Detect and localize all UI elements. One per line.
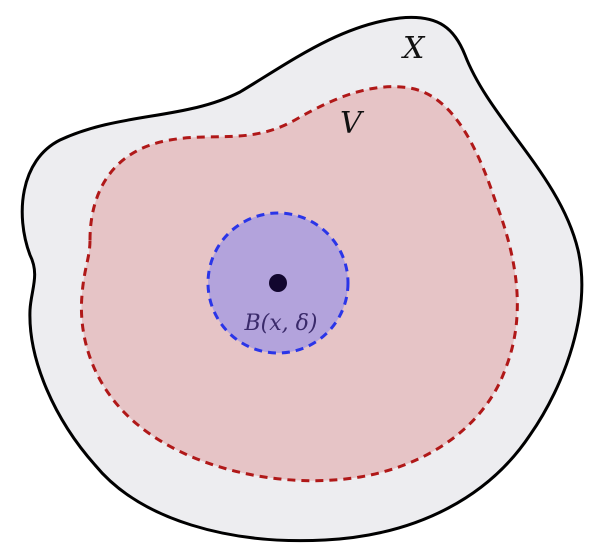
- label-ball: B(x, δ): [244, 311, 318, 336]
- label-x: X: [401, 31, 426, 66]
- label-v: V: [340, 106, 365, 141]
- center-point-x: [269, 274, 287, 292]
